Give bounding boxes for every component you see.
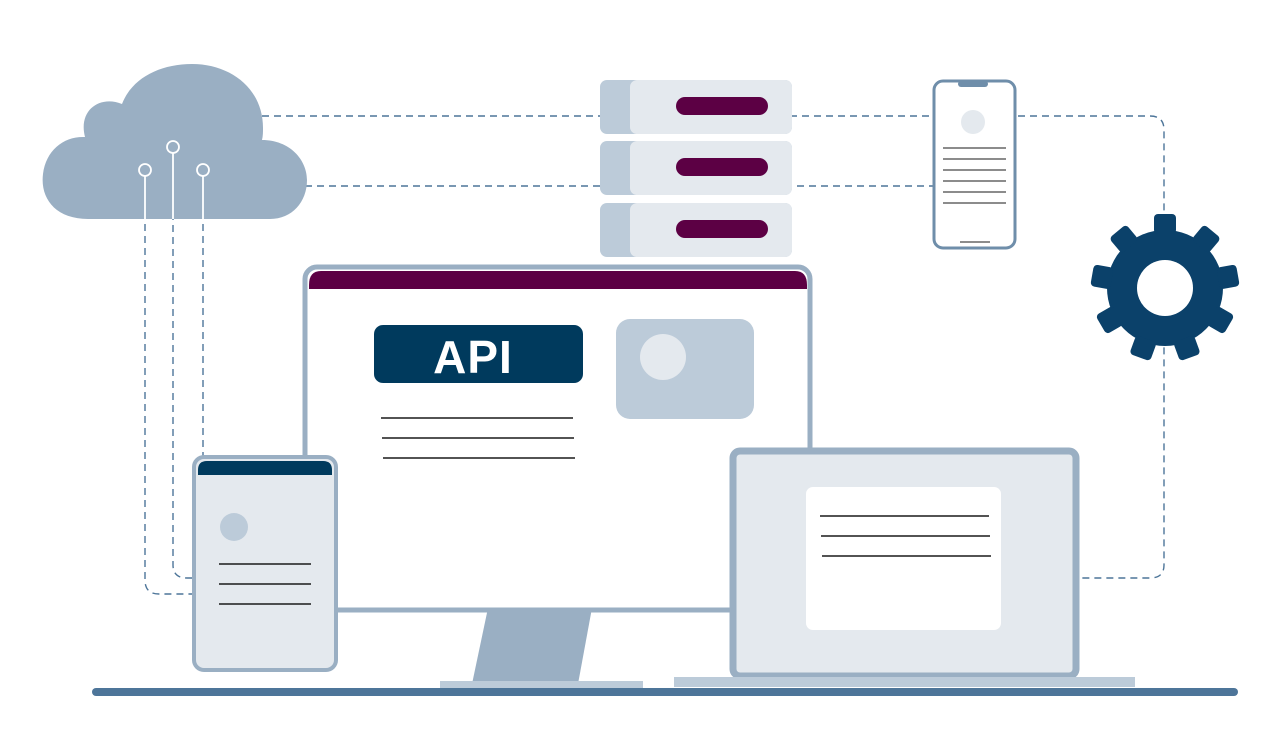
connector-cloud-left-1 (144, 176, 196, 595)
gear-icon (1090, 214, 1240, 361)
laptop-base (674, 677, 1135, 687)
text-lines (381, 417, 575, 459)
server-unit (600, 203, 792, 257)
laptop-icon (674, 447, 1135, 687)
server-stack-icon (600, 80, 792, 257)
api-label: API (433, 331, 513, 383)
connector-cloud-left-2 (172, 153, 196, 579)
connector-cloud-to-gear-top (262, 115, 1165, 579)
monitor-stand-base (440, 681, 643, 689)
monitor-stand (472, 608, 592, 684)
desktop-monitor-icon: API (302, 264, 813, 689)
smartphone-icon (932, 79, 1017, 250)
api-badge: API (374, 325, 583, 383)
image-placeholder (616, 319, 754, 419)
server-unit (600, 141, 792, 195)
monitor-title-bar (309, 271, 807, 289)
tablet-icon (192, 455, 338, 672)
cloud-icon (42, 64, 307, 219)
server-unit (600, 80, 792, 134)
